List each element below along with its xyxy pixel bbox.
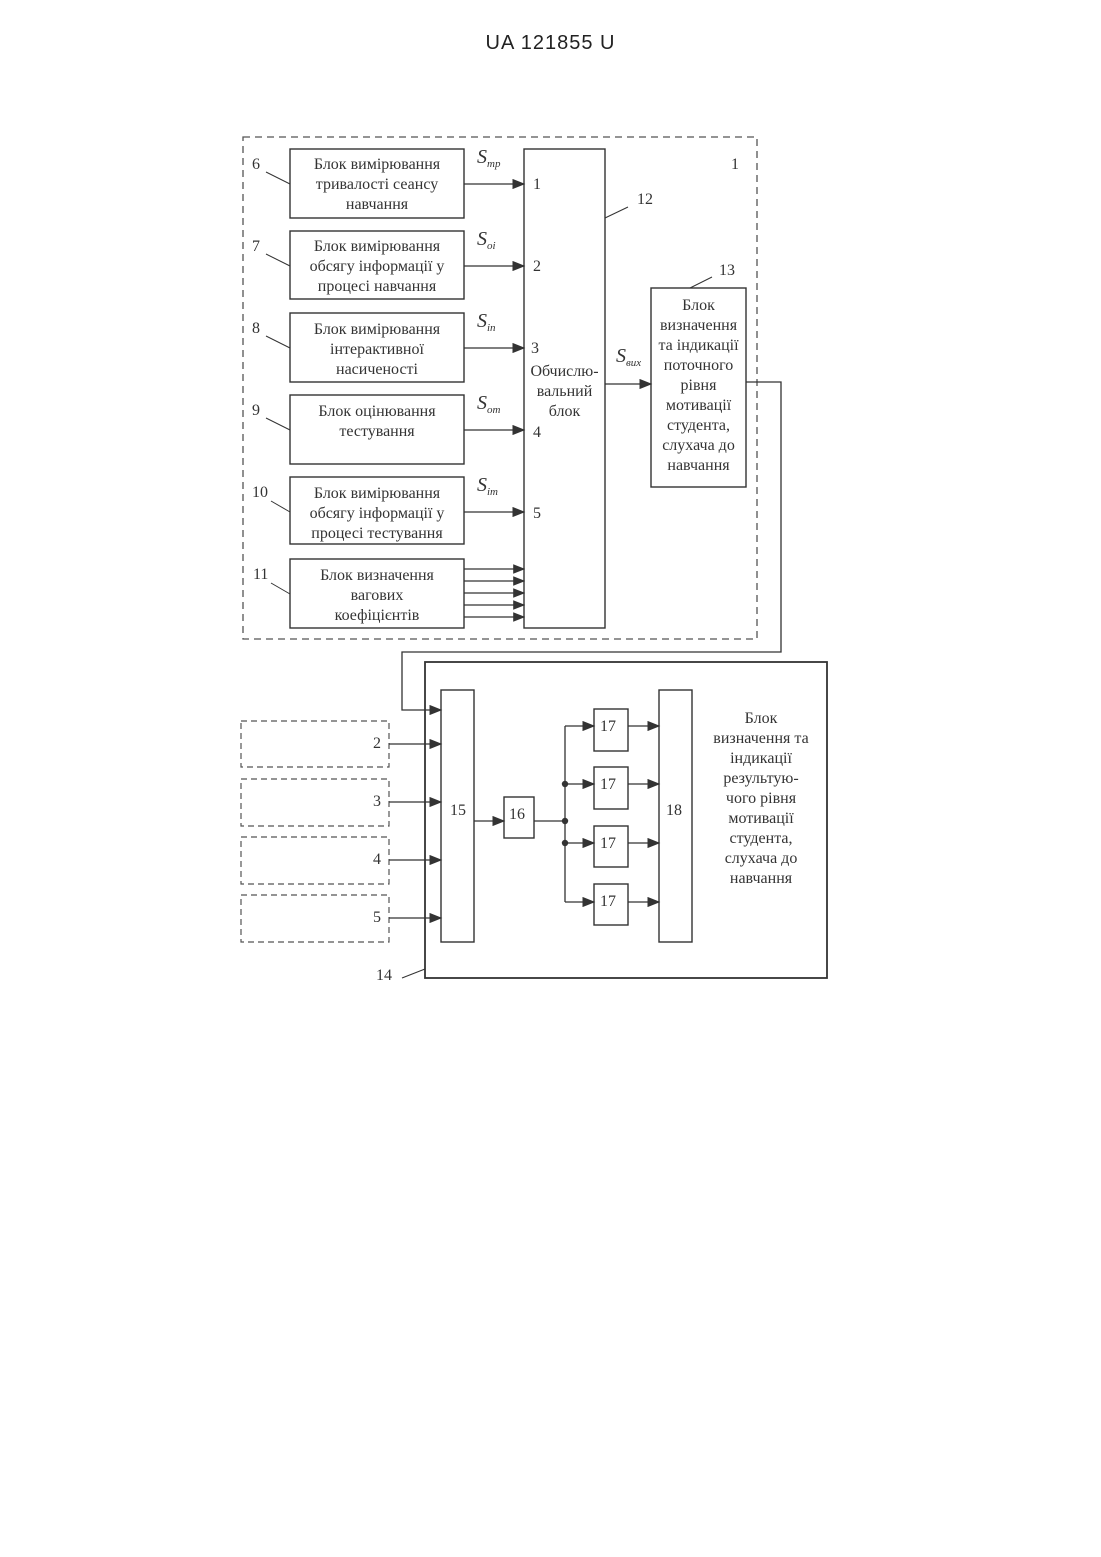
- junction-dot-2: [562, 818, 568, 824]
- leader-7: [266, 254, 290, 266]
- block-11-number: 11: [253, 566, 268, 584]
- block-9-label: Блок оцінювання тестування: [298, 402, 456, 442]
- leader-11: [271, 583, 290, 594]
- ext-box-4: [241, 837, 389, 884]
- signal-s3: Sіп: [477, 310, 496, 334]
- block-8-number: 8: [252, 320, 260, 338]
- ext-box-2: [241, 721, 389, 767]
- ext-input-4: 4: [373, 851, 381, 869]
- block-17a-number: 17: [600, 718, 616, 736]
- block-13-label: Блок визначення та індикації поточного р…: [651, 296, 746, 476]
- signal-sout: Sвих: [616, 345, 641, 369]
- leader-10: [271, 501, 290, 512]
- leader-12: [605, 207, 628, 218]
- block-7-label: Блок вимірювання обсягу інформації у про…: [298, 237, 456, 297]
- port-2: 2: [533, 258, 541, 276]
- block-17c-number: 17: [600, 835, 616, 853]
- block-15-number: 15: [450, 802, 466, 820]
- signal-s1: Sтр: [477, 146, 500, 170]
- block-10-number: 10: [252, 484, 268, 502]
- block-6-number: 6: [252, 156, 260, 174]
- signal-s4: Sот: [477, 392, 500, 416]
- block-14-label: Блок визначення та індикації результую-ч…: [713, 709, 809, 889]
- port-3: 3: [531, 340, 539, 358]
- signal-s2: Sоі: [477, 228, 496, 252]
- ext-input-5: 5: [373, 909, 381, 927]
- block-6-label: Блок вимірювання тривалості сеансу навча…: [298, 155, 456, 215]
- block-12-number: 12: [637, 191, 653, 209]
- block-16-number: 16: [509, 806, 525, 824]
- port-4: 4: [533, 424, 541, 442]
- leader-9: [266, 418, 290, 430]
- block-11-label: Блок визначення вагових коефіцієнтів: [310, 566, 444, 626]
- leader-6: [266, 172, 290, 184]
- leader-14: [402, 969, 425, 978]
- port-5: 5: [533, 505, 541, 523]
- signal-s5: Sіт: [477, 474, 498, 498]
- block-12-label: Обчислю-вальний блок: [522, 362, 607, 422]
- block-7-number: 7: [252, 238, 260, 256]
- block-17b-number: 17: [600, 776, 616, 794]
- leader-8: [266, 336, 290, 348]
- block-8-label: Блок вимірювання інтерактивної насиченос…: [298, 320, 456, 380]
- ext-input-3: 3: [373, 793, 381, 811]
- port-1: 1: [533, 176, 541, 194]
- leader-13: [690, 277, 712, 288]
- ext-box-5: [241, 895, 389, 942]
- ext-box-3: [241, 779, 389, 826]
- block-9-number: 9: [252, 402, 260, 420]
- block-10-label: Блок вимірювання обсягу інформації у про…: [298, 484, 456, 544]
- block-13-number: 13: [719, 262, 735, 280]
- block-17d-number: 17: [600, 893, 616, 911]
- ext-input-2: 2: [373, 735, 381, 753]
- group-1-number: 1: [731, 156, 739, 174]
- block-14-number: 14: [376, 967, 392, 985]
- block-18-number: 18: [666, 802, 682, 820]
